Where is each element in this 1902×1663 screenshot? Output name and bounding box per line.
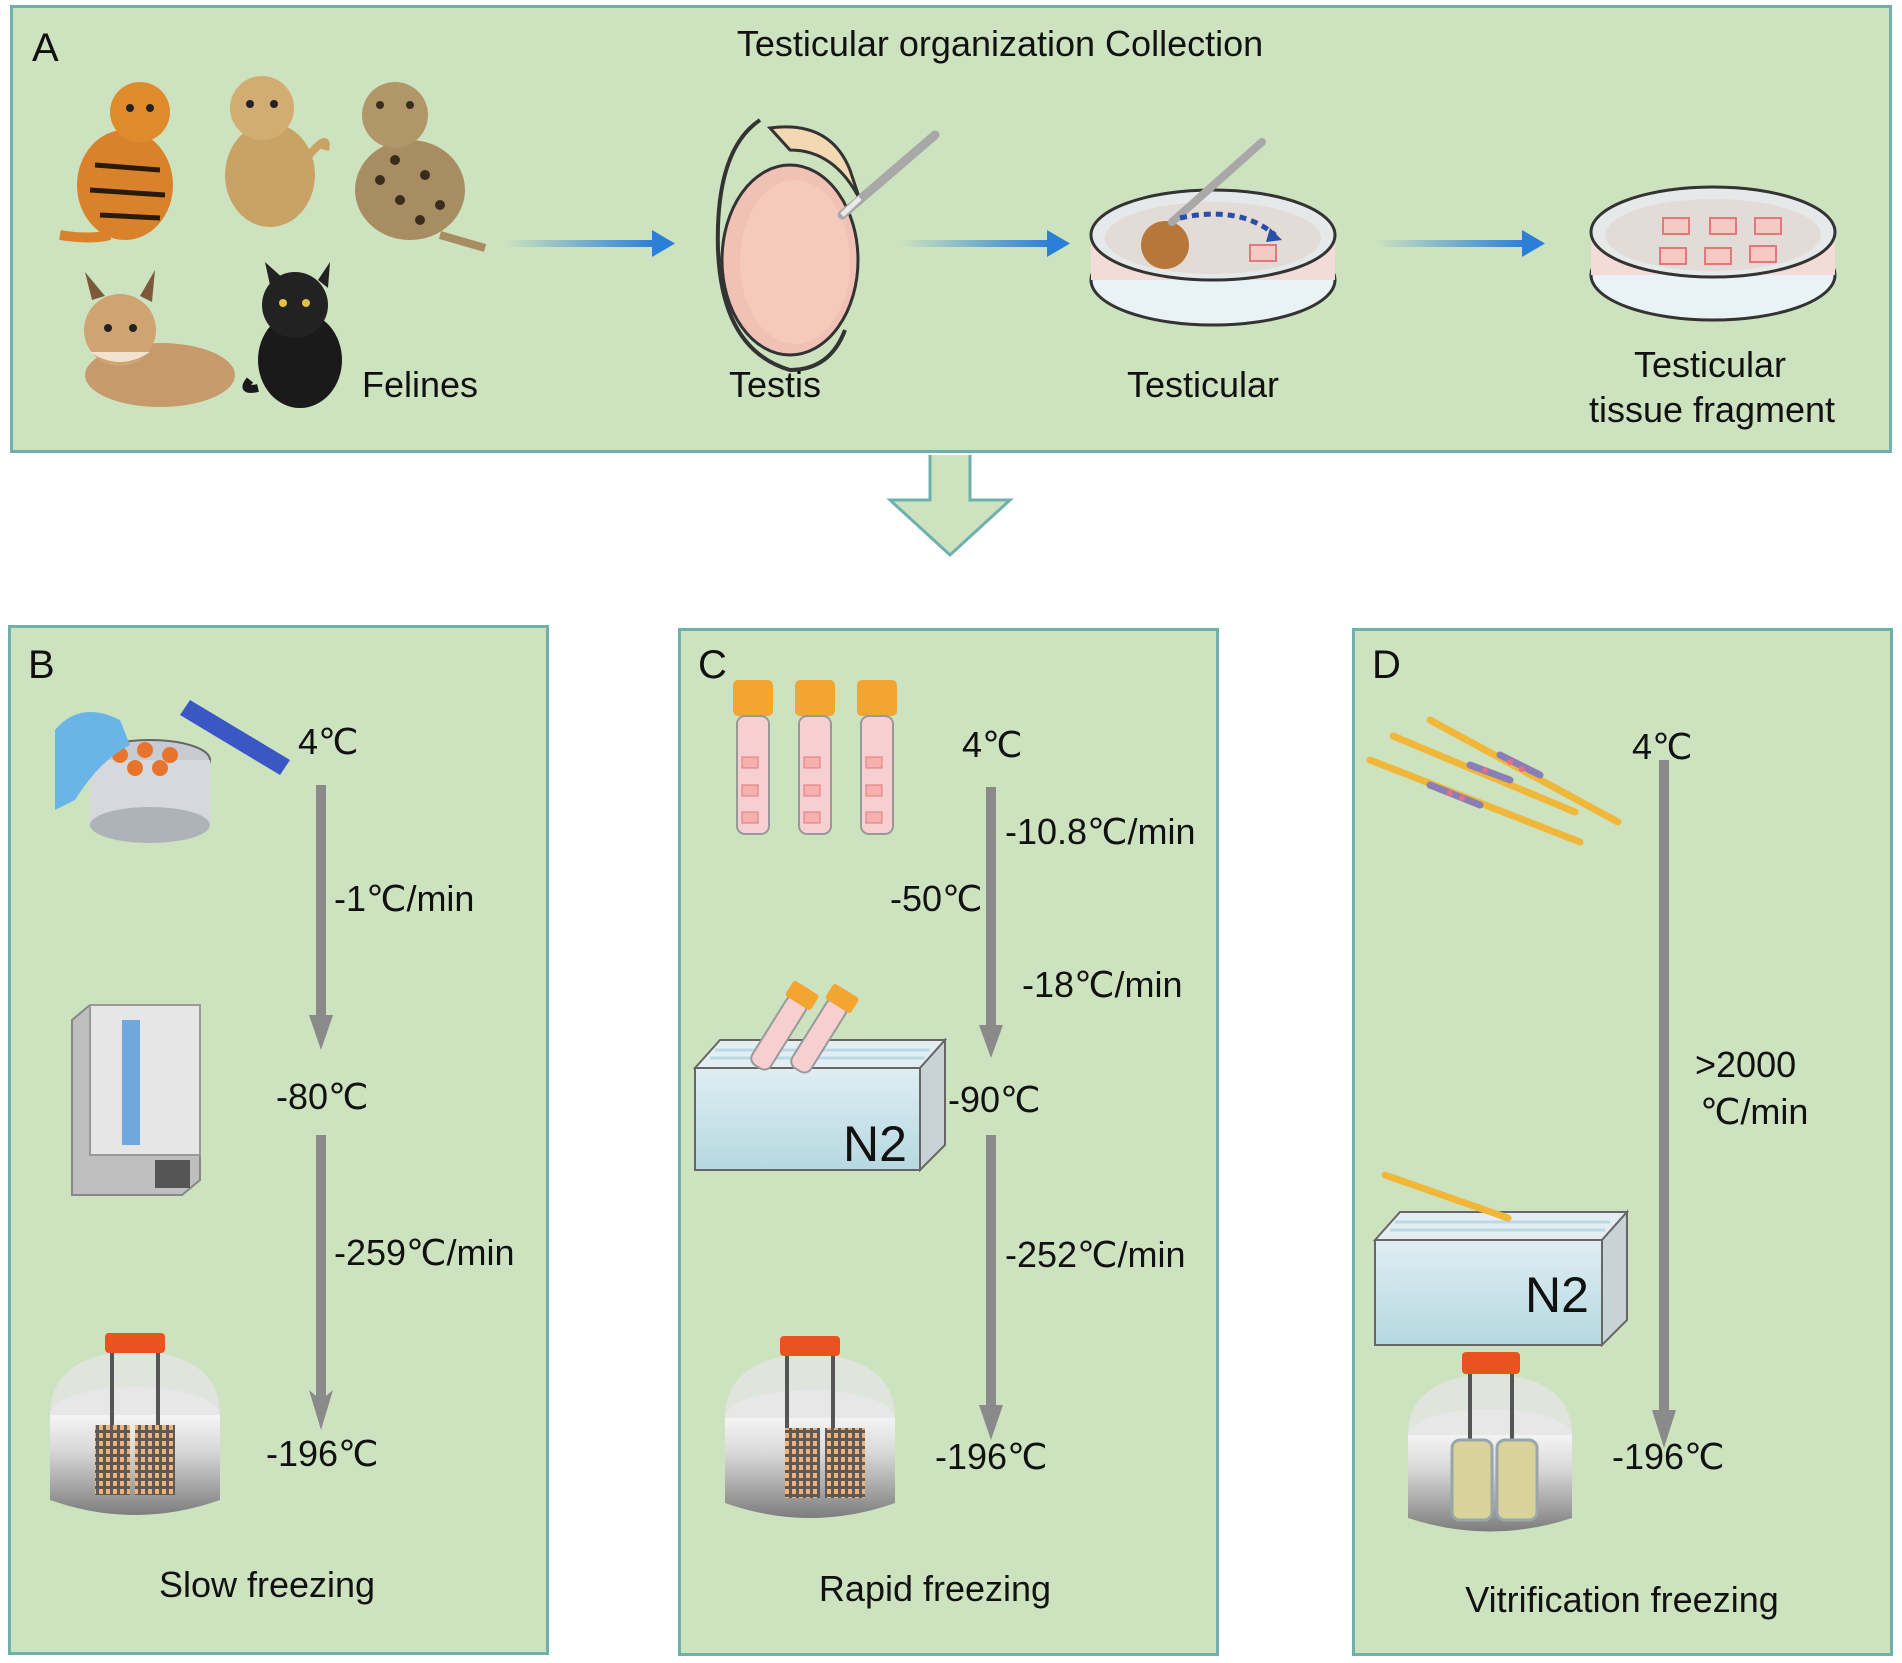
c-method-label: Rapid freezing	[818, 1568, 1052, 1609]
c-temp-mid-1: -50℃	[890, 878, 983, 919]
panel-a-letter: A	[32, 26, 59, 70]
step-label-felines: Felines	[362, 364, 479, 405]
dewar-d-icon	[1408, 1352, 1572, 1532]
panel-c-letter: C	[698, 643, 727, 687]
c-temp-end: -196℃	[935, 1436, 1048, 1477]
testis-icon	[715, 118, 940, 373]
leopard-cub-icon	[355, 82, 487, 252]
lion-cub-icon	[225, 76, 330, 227]
lynx-icon	[84, 270, 235, 407]
b-rate-2: -259℃/min	[334, 1232, 515, 1273]
cryo-box-hand-icon	[55, 700, 290, 843]
b-temp-end: -196℃	[266, 1433, 379, 1474]
panel-a-title: Testicular organization Collection	[736, 23, 1264, 64]
d-n2-label: N2	[1525, 1267, 1589, 1323]
black-cat-icon	[242, 262, 342, 408]
c-rate-3: -252℃/min	[1005, 1234, 1186, 1275]
step-label-testis: Testis	[728, 364, 822, 405]
c-rate-2: -18℃/min	[1022, 964, 1183, 1005]
temperature-arrows	[309, 760, 1676, 1448]
petri-dish-fragments-icon	[1589, 185, 1837, 322]
n2-bath-c-icon	[692, 981, 948, 1173]
flow-arrow-2	[900, 230, 1070, 257]
flow-arrow-3	[1375, 230, 1545, 257]
c-n2-label: N2	[843, 1116, 907, 1172]
c-rate-1: -10.8℃/min	[1005, 811, 1196, 852]
b-method-label: Slow freezing	[158, 1564, 376, 1605]
down-arrow-connector	[886, 455, 1014, 558]
step-label-fragment-line1: Testicular	[1633, 344, 1787, 385]
petri-dish-tissue-icon	[1089, 138, 1337, 327]
dewar-b-icon	[50, 1333, 220, 1515]
cryotubes-icon	[733, 680, 897, 835]
c-temp-mid-2: -90℃	[948, 1079, 1041, 1120]
n2-bath-d-icon	[1372, 1171, 1630, 1348]
step-label-testicular: Testicular	[1126, 364, 1280, 405]
dewar-c-icon	[725, 1336, 895, 1518]
tiger-icon	[59, 82, 173, 243]
panel-d-letter: D	[1372, 643, 1401, 687]
c-temp-start: 4℃	[962, 724, 1023, 765]
straws-icon	[1366, 716, 1622, 846]
b-temp-start: 4℃	[298, 721, 359, 762]
flow-arrow-1	[505, 230, 675, 257]
panel-b-letter: B	[28, 643, 55, 687]
felines-illustration	[59, 76, 487, 408]
ultra-low-freezer-icon	[71, 1004, 201, 1196]
d-rate-line1: >2000	[1695, 1044, 1797, 1085]
d-rate-line2: ℃/min	[1700, 1091, 1809, 1132]
b-rate-1: -1℃/min	[334, 878, 475, 919]
b-temp-mid: -80℃	[276, 1076, 369, 1117]
step-label-fragment-line2: tissue fragment	[1588, 389, 1836, 430]
d-temp-start: 4℃	[1632, 726, 1693, 767]
d-method-label: Vitrification freezing	[1465, 1579, 1779, 1620]
d-temp-end: -196℃	[1612, 1436, 1725, 1477]
